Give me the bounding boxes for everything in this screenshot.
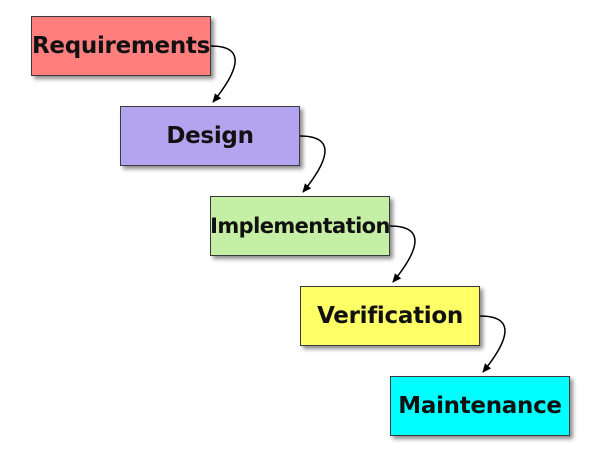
stage-label-maintenance: Maintenance xyxy=(398,393,562,419)
stage-label-verification: Verification xyxy=(317,303,463,329)
stage-label-implementation: Implementation xyxy=(210,214,390,238)
arrow-design-to-implementation xyxy=(299,135,326,193)
arrow-requirements-to-design xyxy=(210,45,236,103)
stage-label-requirements: Requirements xyxy=(32,33,210,59)
stage-box-maintenance: Maintenance xyxy=(390,376,570,436)
stage-box-implementation: Implementation xyxy=(210,196,390,256)
stage-box-requirements: Requirements xyxy=(31,16,211,76)
stage-box-verification: Verification xyxy=(300,286,480,346)
arrow-implementation-to-verification xyxy=(389,225,416,283)
stage-label-design: Design xyxy=(166,123,254,149)
arrow-verification-to-maintenance xyxy=(479,315,506,373)
stage-box-design: Design xyxy=(120,106,300,166)
